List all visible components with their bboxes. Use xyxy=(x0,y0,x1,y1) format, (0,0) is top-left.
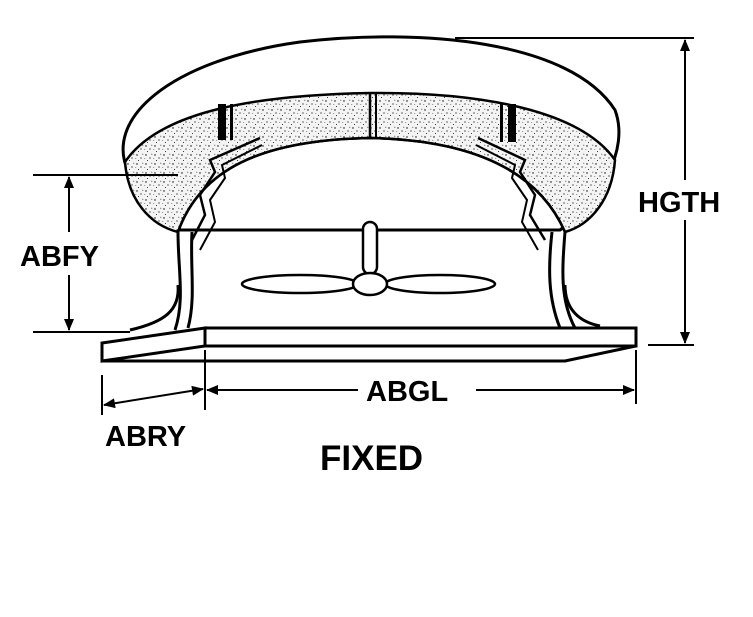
vent-body xyxy=(129,136,601,332)
vent-cap xyxy=(121,35,621,234)
hgth-label: HGTH xyxy=(638,187,720,219)
ring-band-right xyxy=(508,104,516,142)
abfy-label: ABFY xyxy=(20,241,99,273)
hgth-dimension xyxy=(455,37,694,346)
abry-label: ABRY xyxy=(105,421,186,453)
abry-dimension xyxy=(101,375,204,415)
abgl-label: ABGL xyxy=(366,376,448,408)
diagram-caption: FIXED xyxy=(320,439,423,478)
fan-blade-icon xyxy=(240,220,497,297)
base-flange xyxy=(100,326,638,363)
ring-band-left xyxy=(218,104,226,140)
abgl-dimension xyxy=(204,350,637,410)
abfy-dimension xyxy=(33,174,178,333)
